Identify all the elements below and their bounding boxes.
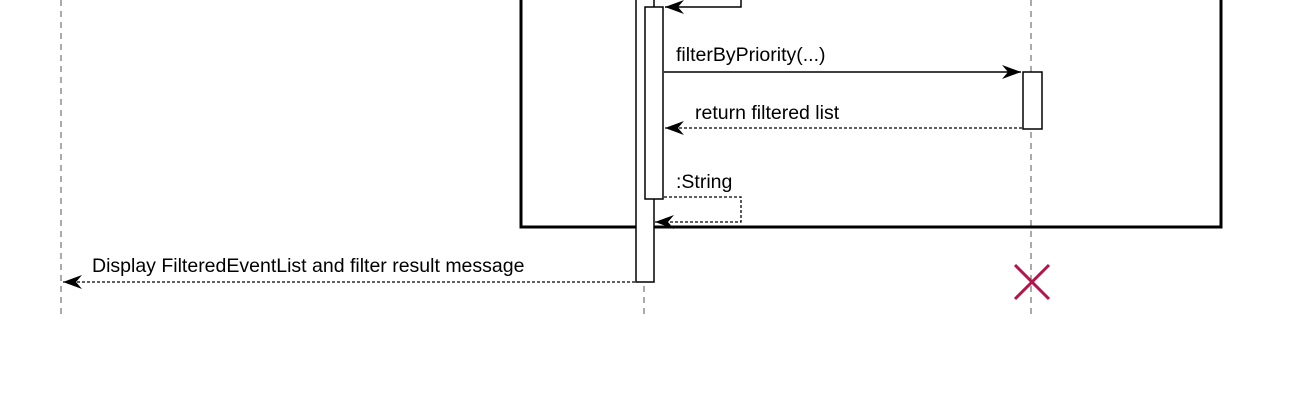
message-label-filter-call: filterByPriority(...)	[676, 44, 826, 66]
self-return-arrow	[655, 196, 742, 229]
activation-bar-filter	[1022, 71, 1043, 130]
message-label-filter-return: return filtered list	[695, 102, 840, 124]
destroy-x-icon	[1013, 263, 1051, 301]
fragment-frame	[519, 0, 1223, 229]
message-label-display-return: Display FilteredEventList and filter res…	[92, 255, 524, 277]
self-call-arrow-top	[665, 0, 742, 14]
message-label-self-return: :String	[676, 171, 732, 193]
activation-bar-logic-inner	[644, 6, 664, 200]
